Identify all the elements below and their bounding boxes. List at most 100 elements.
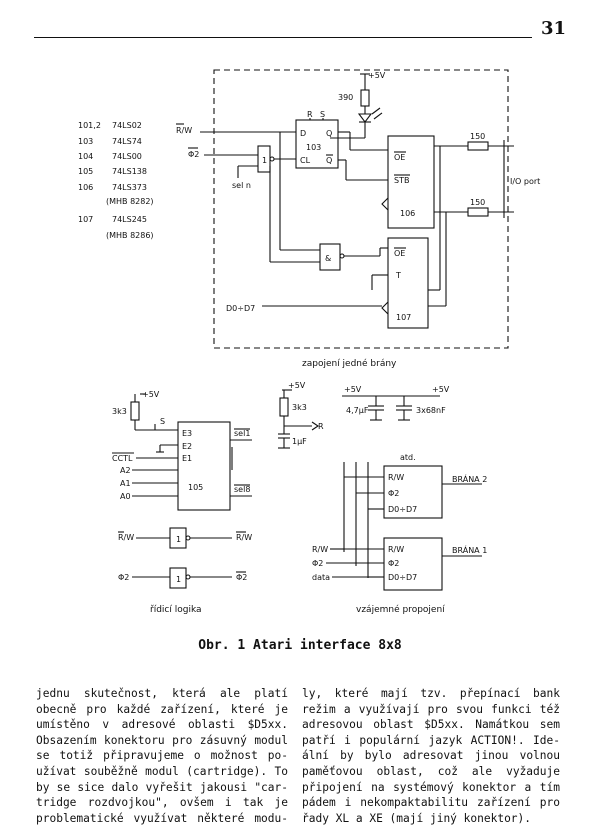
- schematic-label: 3x68nF: [416, 406, 446, 415]
- schematic-label: BRÁNA 2: [452, 473, 487, 484]
- text-line: patří i populární jazyk ACTION!. Ide-: [302, 733, 560, 747]
- schematic-label: Φ2: [236, 573, 247, 582]
- schematic-label: R/W: [312, 545, 328, 554]
- schematic-label: S: [320, 110, 325, 119]
- text-line: tridge rozdvojkou", ovšem i tak je: [36, 796, 288, 810]
- parts-legend: 101,2 74LS02 103 74LS74 104 74LS00 105 7…: [78, 121, 154, 240]
- gate-schematic: +5V 390 R/W Φ2 1 sel n D Q 103 CL Q: [176, 69, 540, 349]
- supply-label: +5V: [368, 71, 386, 80]
- text-line: připojení na systémový konektor a tím: [302, 780, 560, 794]
- gate-2-box: [383, 465, 443, 519]
- schematic-label: Φ2: [388, 489, 399, 498]
- legend-ref-2: 104: [78, 152, 93, 161]
- gate-1-box: [383, 537, 443, 591]
- latch-106: [387, 135, 435, 229]
- text-line: pádem i nekompaktabilitu zařízení pro: [302, 796, 560, 810]
- schematic-label: Q: [326, 156, 332, 165]
- flip-flop-103: [295, 119, 339, 169]
- page-number: 31: [540, 18, 566, 39]
- schematic-label: 106: [400, 209, 415, 218]
- legend-part-6: 74LS245: [112, 215, 147, 224]
- schematic-label: 4,7μF: [346, 406, 369, 415]
- legend-ref-3: 105: [78, 167, 93, 176]
- legend-part-2: 74LS00: [112, 152, 142, 161]
- text-line: řady XL a XE (mají jiný konektor).: [302, 811, 532, 825]
- bypass-capacitors: +5V +5V 4,7μF 3x68nF: [342, 385, 450, 421]
- legend-part-3: 74LS138: [112, 167, 147, 176]
- schematic-label: A1: [120, 479, 131, 488]
- schematic-label: R/W: [118, 533, 134, 542]
- schematic-label: +5V: [142, 390, 160, 399]
- text-line: paměťovou oblast, což ale vyžaduje: [302, 764, 560, 778]
- text-line: ly, které mají tzv. přepínací bank: [302, 687, 560, 700]
- schematic-label: Φ2: [118, 573, 129, 582]
- schematic-label: STB: [394, 176, 409, 185]
- resistor-150-bottom: [467, 207, 489, 217]
- rc-circuit: +5V 3k3 R 1μF: [278, 381, 324, 449]
- decoder-circuit: +5V 3k3 S E3 E2 E1 105 CCTL A2 A1 A0 sel…: [112, 390, 252, 511]
- schematic-label: CL: [300, 156, 311, 165]
- text-line: obecně pro každé zařízení, které je: [36, 702, 288, 716]
- schematic-label: sel1: [234, 429, 250, 438]
- schematic-label: D0÷D7: [388, 505, 417, 514]
- schematic-label: +5V: [432, 385, 450, 394]
- schematic-label: E2: [182, 442, 192, 451]
- schematic-label: D: [300, 129, 306, 138]
- resistor-3k3: [130, 401, 140, 421]
- legend-part-7: (MHB 8286): [106, 231, 154, 240]
- resistor-390: [360, 89, 370, 107]
- schematic-label: A2: [120, 466, 131, 475]
- rw-input-label: R/W: [176, 126, 192, 135]
- inverter-gate-label: 1: [262, 156, 267, 165]
- schematic-label: E1: [182, 454, 192, 463]
- schematic-label: R: [307, 110, 313, 119]
- schematic-label: +5V: [344, 385, 362, 394]
- schematic-label: Q: [326, 129, 332, 138]
- schematic-label: R/W: [388, 473, 404, 482]
- schematic-label: E3: [182, 429, 192, 438]
- schematic-label: 107: [396, 313, 411, 322]
- schematic-label: R/W: [236, 533, 252, 542]
- schematic-label: R: [318, 422, 324, 431]
- header-rule: [34, 37, 532, 38]
- schematic-label: sel8: [234, 485, 250, 494]
- schematic-label: BRÁNA 1: [452, 544, 487, 555]
- text-line: režim a využívají pro svou funkci též: [302, 702, 560, 716]
- gate-schematic-title: zapojení jedné brány: [302, 358, 397, 369]
- sel-n-label: sel n: [232, 181, 251, 190]
- legend-ref-0: 101,2: [78, 121, 101, 130]
- schematic-label: S: [160, 417, 165, 426]
- control-logic-title: řídicí logika: [150, 605, 202, 615]
- schematic-label: 3k3: [112, 407, 127, 416]
- legend-part-1: 74LS74: [112, 137, 142, 146]
- schematic-label: data: [312, 573, 330, 582]
- text-line: Obsazením konektoru pro zásuvný modul: [36, 733, 288, 747]
- legend-part-0: 74LS02: [112, 121, 142, 130]
- text-line: ální by bylo adresovat jinou volnou: [302, 749, 560, 763]
- text-line: se totiž připravujeme o možnost po-: [36, 749, 288, 763]
- legend-ref-4: 106: [78, 183, 93, 192]
- text-line: umístěno v adresové oblasti $D5xx.: [36, 718, 288, 732]
- body-text-right-column: ly, které mají tzv. přepínací bank režim…: [302, 686, 560, 826]
- led-icon: [357, 113, 373, 123]
- schematic-label: Φ2: [312, 559, 323, 568]
- schematic-label: atd.: [400, 453, 416, 462]
- schematic-figure: 101,2 74LS02 103 74LS74 104 74LS00 105 7…: [78, 69, 540, 615]
- schematic-label: Φ2: [388, 559, 399, 568]
- schematic-label: 1: [176, 575, 181, 584]
- transceiver-107: [387, 237, 429, 329]
- schematic-label: CCTL: [112, 454, 133, 463]
- interconnect-title: vzájemné propojení: [356, 604, 445, 615]
- schematic-label: 150: [470, 198, 485, 207]
- text-line: problematické využívat některé modu-: [36, 811, 288, 825]
- rc-output-arrow-icon: [311, 421, 319, 431]
- schematic-label: A0: [120, 492, 131, 501]
- body-text-left-column: jednu skutečnost, která ale platí obecně…: [36, 686, 288, 826]
- legend-ref-6: 107: [78, 215, 93, 224]
- resistor-rc: [279, 397, 289, 417]
- schematic-label: +5V: [288, 381, 306, 390]
- legend-ref-1: 103: [78, 137, 93, 146]
- schematic-label: D0÷D7: [388, 573, 417, 582]
- data-bus-label: D0÷D7: [226, 304, 255, 313]
- schematic-label: T: [395, 271, 401, 280]
